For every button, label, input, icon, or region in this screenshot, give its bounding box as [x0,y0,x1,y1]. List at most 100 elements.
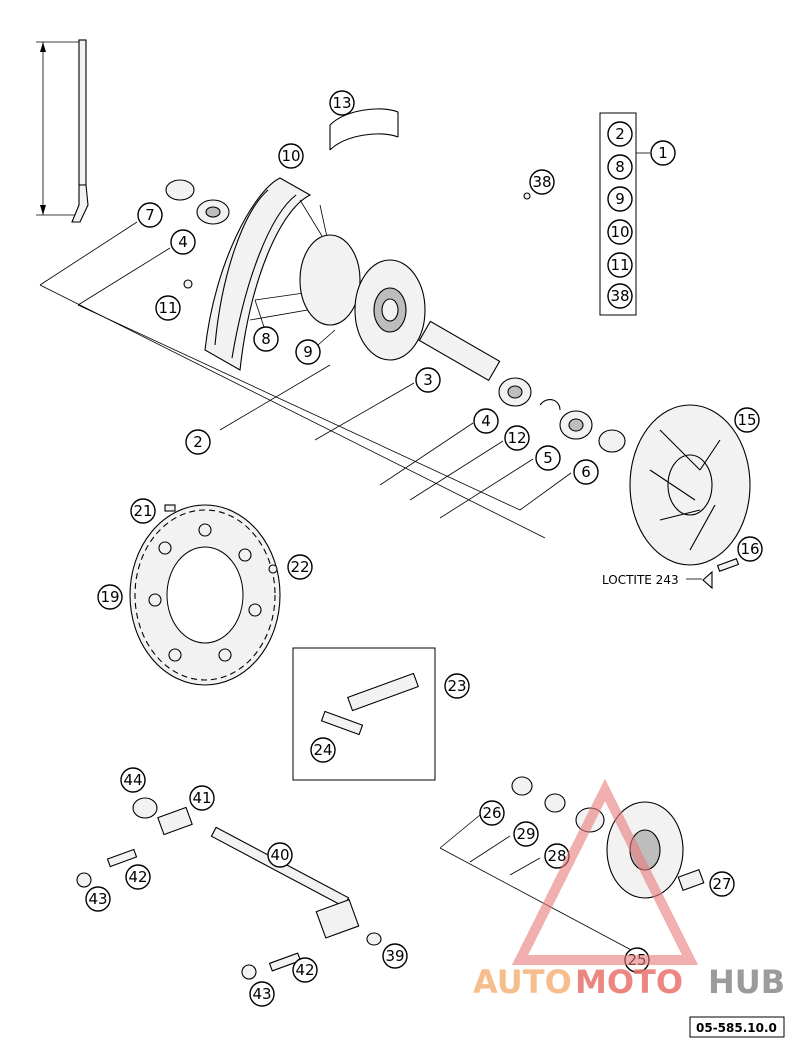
callout-label: 41 [192,789,211,807]
callout-label: 8 [261,330,271,348]
callout-label: 43 [88,890,107,908]
callout-label: 22 [290,558,309,576]
callout-label: 4 [178,233,188,251]
callout-label: 12 [507,429,526,447]
spoke-drawing [36,39,89,223]
callout-label: 2 [193,433,203,451]
wheel-rim-drawing [204,177,312,371]
callout-p6: 6 [573,459,599,485]
callout-p5: 5 [535,445,561,471]
axle-group [76,797,382,980]
callout-p39: 39 [382,943,408,969]
callout-label: 44 [123,771,142,789]
callout-p27: 27 [709,871,735,897]
callout-p4-lower: 4 [473,408,499,434]
callout-p23: 23 [444,673,470,699]
kit-label: 8 [615,158,625,176]
brake-disc-drawing [629,404,751,566]
callout-label: 11 [158,299,177,317]
callout-label: 39 [385,947,404,965]
sprocket-drawing [129,504,281,686]
callout-p13: 13 [329,90,355,116]
kit-label: 38 [610,287,629,305]
callout-label: 19 [100,588,119,606]
callout-label: 4 [481,412,491,430]
callout-p42-upper: 42 [125,864,151,890]
callout-label: 27 [712,875,731,893]
callout-p7: 7 [137,202,163,228]
callout-label: 26 [482,804,501,822]
callout-p38: 38 [529,169,555,195]
callout-label: 43 [252,985,271,1003]
kit-label: 2 [615,125,625,143]
callout-label: 6 [581,463,591,481]
kit-label: 11 [610,256,629,274]
callout-p2: 2 [185,429,211,455]
disc-bolt-drawing [702,558,740,590]
loctite-note: LOCTITE 243 [602,573,679,587]
callout-label: 10 [281,147,300,165]
leader-lines [39,152,702,953]
callout-label: 24 [313,741,332,759]
callout-p15: 15 [734,407,760,433]
callout-p19: 19 [97,584,123,610]
callout-p11: 11 [155,295,181,321]
callout-p3: 3 [415,367,441,393]
callout-p12: 12 [504,425,530,451]
document-reference-text: 05-585.10.0 [696,1021,777,1035]
callout-label: 13 [332,94,351,112]
callout-p29: 29 [513,821,539,847]
callout-label: 5 [543,449,553,467]
callout-label: 40 [270,846,289,864]
callout-label: 38 [532,173,551,191]
watermark-auto: AUTO [473,963,572,1001]
callout-p10: 10 [278,143,304,169]
callout-p41: 41 [189,785,215,811]
callout-p43-lower: 43 [249,981,275,1007]
callout-label: 7 [145,206,155,224]
callout-p43-upper: 43 [85,886,111,912]
watermark-hub: HUB [708,963,785,1001]
callout-label: 28 [547,847,566,865]
callout-label: 9 [303,343,313,361]
rim-tape-drawing [329,108,399,151]
callout-p21: 21 [130,498,156,524]
callout-label: 42 [128,868,147,886]
callout-label: 42 [295,961,314,979]
callout-label: 29 [516,825,535,843]
callout-label: 23 [447,677,466,695]
callout-label: 16 [740,540,759,558]
kit-item-11: 11 [607,252,633,278]
callout-p44: 44 [120,767,146,793]
upper-spacers [165,179,626,453]
kit-item-38: 38 [607,283,633,309]
kit-label: 10 [610,223,629,241]
callout-label: 21 [133,502,152,520]
callout-label: 3 [423,371,433,389]
callout-p8: 8 [253,326,279,352]
kit-label: 9 [615,190,625,208]
callout-p1: 1 [650,140,676,166]
kit-item-10: 10 [607,219,633,245]
callout-label: 1 [658,144,668,162]
document-reference: 05-585.10.0 [689,1016,785,1038]
kit-item-8: 8 [607,154,633,180]
callout-p28: 28 [544,843,570,869]
hub-drawing [299,234,426,361]
kit-item-9: 9 [607,186,633,212]
kit-box [599,112,637,316]
kit-item-2: 2 [607,121,633,147]
watermark: AUTO MOTO HUB [473,778,785,1001]
callout-p40: 40 [267,842,293,868]
callout-p9: 9 [295,339,321,365]
callout-p42-lower: 42 [292,957,318,983]
watermark-moto: MOTO [575,963,683,1001]
callout-p24: 24 [310,737,336,763]
callout-p16: 16 [737,536,763,562]
callout-p26: 26 [479,800,505,826]
callout-label: 15 [737,411,756,429]
callout-p4-upper: 4 [170,229,196,255]
callout-p22: 22 [287,554,313,580]
chain-box [292,647,436,781]
